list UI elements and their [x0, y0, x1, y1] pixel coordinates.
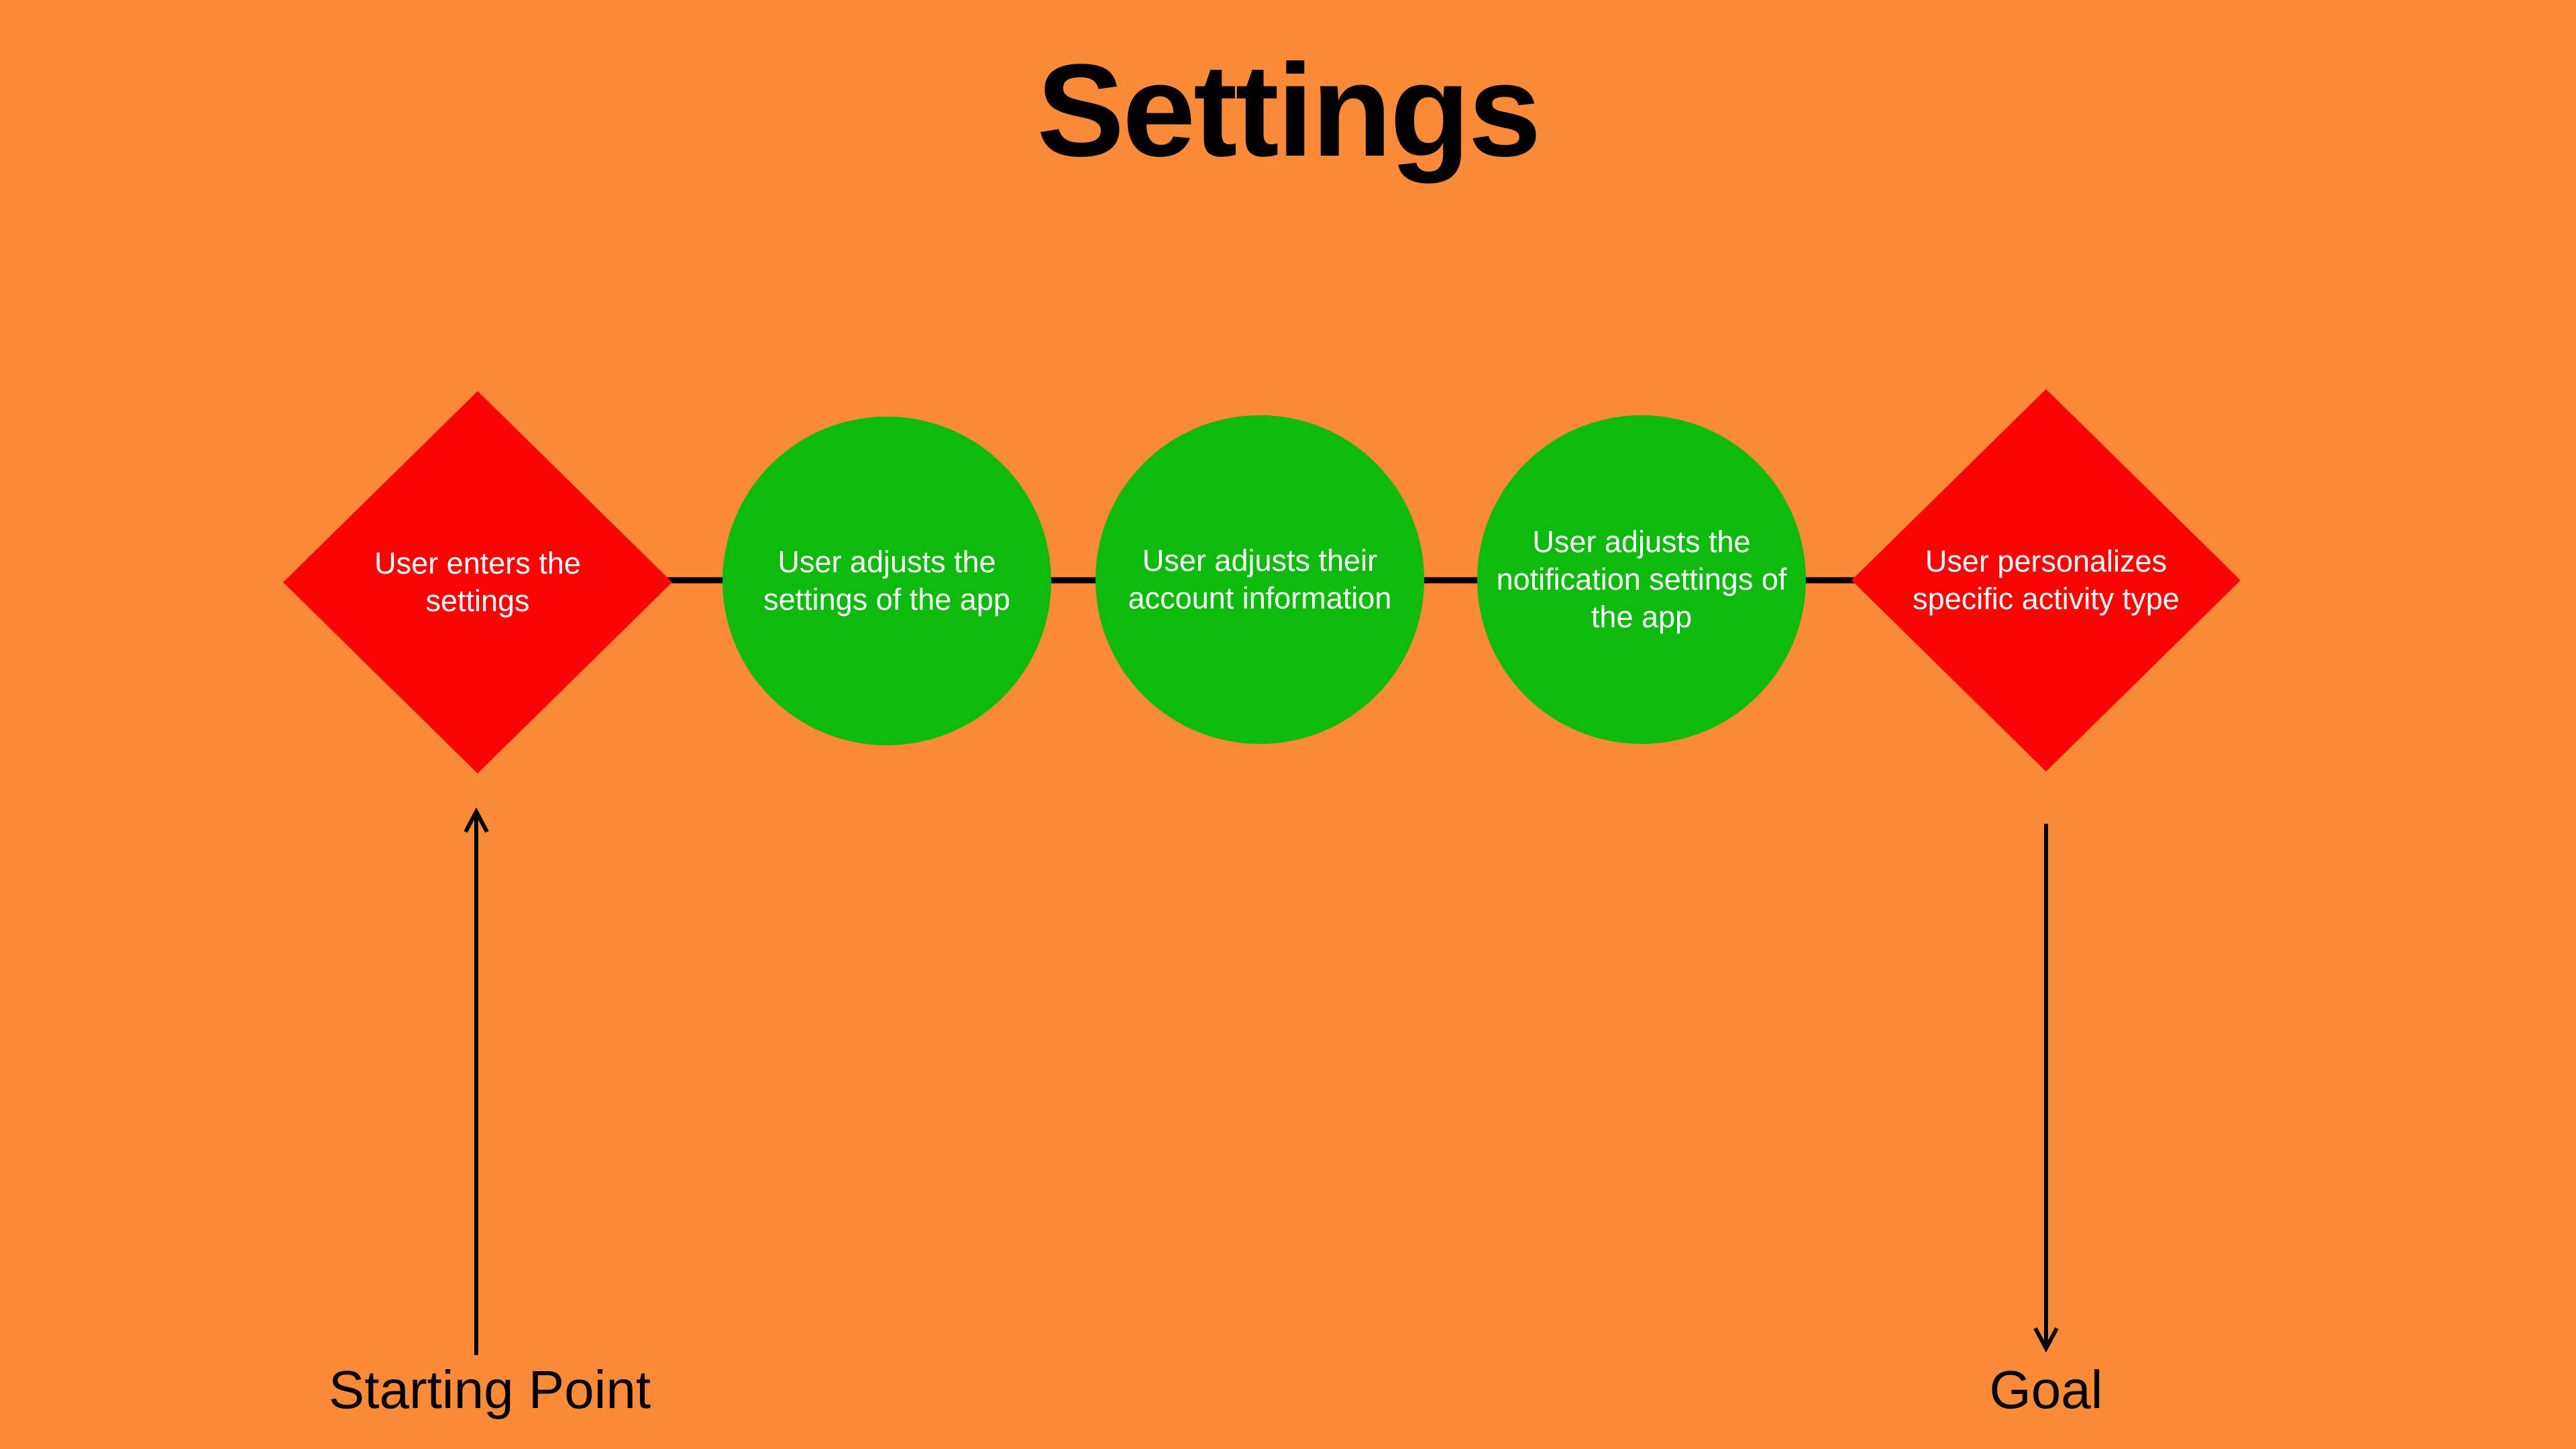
node-step-account-info: User adjusts their account information: [1095, 415, 1424, 744]
starting-point-label: Starting Point: [328, 1360, 651, 1419]
goal-arrow-icon: [2033, 824, 2059, 1353]
node-label: User adjusts their account information: [1128, 543, 1392, 615]
node-label: User enters the settings: [374, 546, 581, 618]
goal-label: Goal: [1989, 1360, 2103, 1419]
node-step-app-settings: User adjusts the settings of the app: [722, 417, 1051, 745]
starting-point-arrow-icon: [464, 807, 489, 1355]
node-step-notification-settings: User adjusts the notification settings o…: [1477, 415, 1806, 744]
node-label: User adjusts the notification settings o…: [1496, 525, 1787, 634]
node-label: User personalizes specific activity type: [1913, 544, 2180, 616]
page-title: Settings: [1036, 37, 1541, 184]
node-label: User adjusts the settings of the app: [763, 545, 1010, 616]
